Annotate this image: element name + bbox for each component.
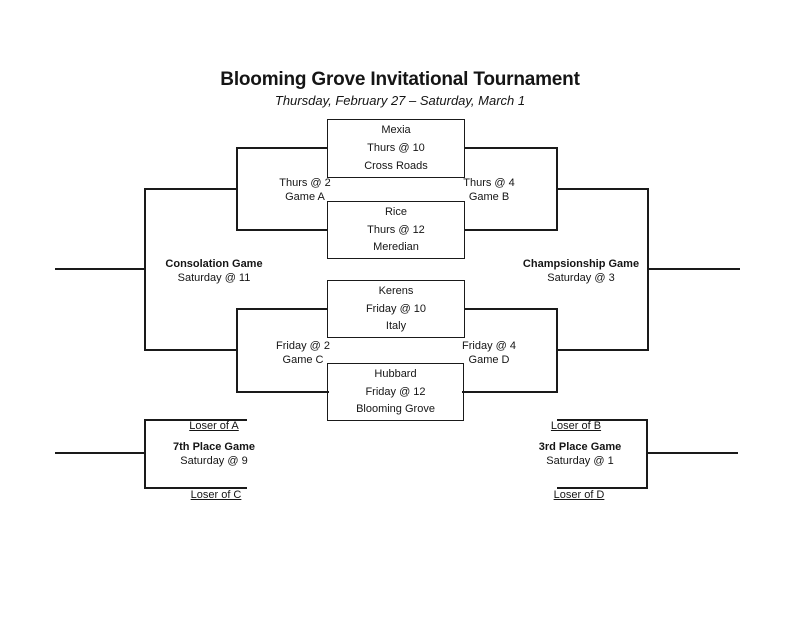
third-place-game-label: 3rd Place Game Saturday @ 1 (539, 441, 622, 468)
championship-game-name: Champsionship Game (522, 258, 640, 270)
team-name: Meredian (373, 241, 419, 253)
game-a-label: Thurs @ 2 Game A (279, 177, 331, 204)
game-b-bracket-vline (556, 147, 558, 231)
game-d-winner-line (557, 349, 648, 351)
game-b-label: Thurs @ 4 Game B (463, 177, 515, 204)
team-name: Mexia (381, 124, 411, 136)
page-title: Blooming Grove Invitational Tournament (220, 69, 580, 90)
seventh-place-game-name: 7th Place Game (173, 441, 255, 453)
game-a-top-feeder-line (236, 147, 328, 149)
team-name: Rice (384, 206, 407, 218)
third-place-bottom-line (557, 487, 648, 489)
loser-of-a-label: Loser of A (189, 420, 239, 434)
seventh-place-game-label: 7th Place Game Saturday @ 9 (173, 441, 255, 468)
game-c-bracket-vline (236, 308, 238, 393)
consolation-game-time: Saturday @ 11 (177, 271, 251, 284)
game-d-name: Game D (468, 353, 510, 366)
third-place-output-line (648, 452, 738, 454)
loser-of-d-label: Loser of D (554, 489, 605, 503)
game-b-time: Thurs @ 4 (463, 177, 515, 189)
game-d-label: Friday @ 4 Game D (462, 340, 516, 367)
loser-of-c-label: Loser of C (191, 489, 242, 503)
third-place-vline (646, 419, 648, 489)
loser-of-c-text: Loser of C (190, 489, 242, 501)
game-box-thurs-12: Rice Thurs @ 12 Meredian (327, 201, 465, 259)
consolation-output-line (55, 268, 146, 270)
loser-of-a-text: Loser of A (189, 420, 239, 432)
championship-game-label: Champsionship Game Saturday @ 3 (523, 258, 639, 285)
game-b-top-feeder-line (464, 147, 558, 149)
game-c-top-feeder-line (236, 308, 328, 310)
game-c-name: Game C (282, 353, 324, 366)
loser-of-d-text: Loser of D (553, 489, 605, 501)
championship-output-line (648, 268, 740, 270)
game-a-time: Thurs @ 2 (279, 177, 331, 189)
game-box-thurs-10: Mexia Thurs @ 10 Cross Roads (327, 119, 465, 178)
seventh-place-top-line (145, 419, 247, 421)
game-time: Friday @ 10 (365, 302, 427, 315)
seventh-place-game-time: Saturday @ 9 (180, 454, 248, 467)
team-name: Hubbard (374, 368, 417, 380)
consolation-game-name: Consolation Game (165, 258, 263, 270)
game-d-top-feeder-line (464, 308, 558, 310)
game-c-label: Friday @ 2 Game C (276, 340, 330, 367)
team-name: Blooming Grove (356, 403, 435, 415)
game-c-bottom-feeder-line (236, 391, 329, 393)
game-a-bottom-feeder-line (236, 229, 328, 231)
loser-of-b-label: Loser of B (551, 420, 601, 434)
seventh-place-bottom-line (145, 487, 247, 489)
game-time: Thurs @ 10 (367, 142, 425, 154)
game-c-time: Friday @ 2 (276, 340, 330, 352)
team-name: Kerens (378, 285, 414, 297)
game-d-bottom-feeder-line (462, 391, 558, 393)
team-name: Italy (385, 320, 407, 332)
consolation-game-label: Consolation Game Saturday @ 11 (165, 258, 262, 285)
game-box-friday-10: Kerens Friday @ 10 Italy (327, 280, 465, 338)
seventh-place-output-line (55, 452, 145, 454)
loser-of-b-text: Loser of B (550, 420, 602, 432)
game-a-name: Game A (285, 190, 325, 203)
game-box-friday-12: Hubbard Friday @ 12 Blooming Grove (327, 363, 464, 421)
game-d-bracket-vline (556, 308, 558, 393)
consolation-bracket-vline (144, 188, 146, 351)
game-time: Friday @ 12 (365, 385, 426, 398)
third-place-top-line (557, 419, 648, 421)
game-d-time: Friday @ 4 (462, 340, 516, 352)
game-b-name: Game B (468, 190, 510, 203)
third-place-game-name: 3rd Place Game (538, 441, 622, 453)
seventh-place-vline (144, 419, 146, 489)
team-name: Cross Roads (364, 160, 428, 172)
game-time: Thurs @ 12 (367, 223, 425, 236)
third-place-game-time: Saturday @ 1 (546, 454, 614, 467)
game-a-winner-line (145, 188, 237, 190)
championship-game-time: Saturday @ 3 (547, 271, 615, 284)
game-b-winner-line (557, 188, 648, 190)
game-c-winner-line (145, 349, 237, 351)
page-subtitle: Thursday, February 27 – Saturday, March … (274, 93, 526, 108)
game-b-bottom-feeder-line (464, 229, 558, 231)
championship-bracket-vline (647, 188, 649, 351)
